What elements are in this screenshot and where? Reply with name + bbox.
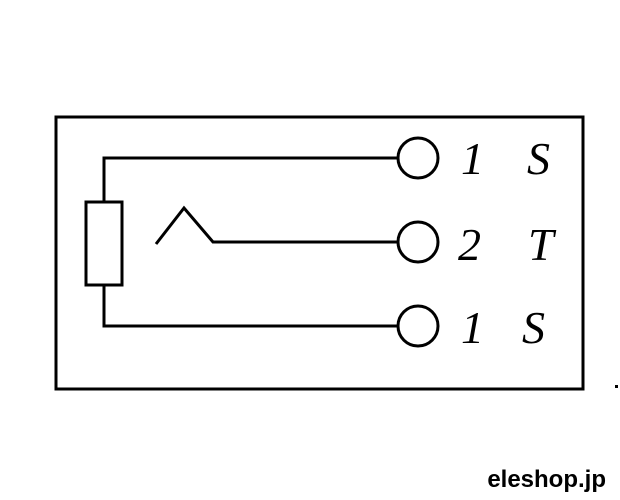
pin-letter-middle: T [528,219,557,270]
housing-frame [54,115,585,391]
terminal-2-middle [396,220,440,264]
resistor-element [84,200,124,287]
sleeve-wire-lower [102,285,398,328]
pin-number-middle: 2 [458,219,481,270]
pin-number-top: 1 [461,133,484,184]
pin-letter-bottom: S [522,302,545,353]
site-watermark: eleshop.jp [487,466,606,493]
terminal-1-bottom [396,304,440,348]
tip-contact-spring [154,205,398,245]
stray-mark [615,385,618,388]
terminal-1-top [396,136,440,180]
pin-letter-top: S [527,133,550,184]
sleeve-wire [102,156,398,202]
pin-number-bottom: 1 [461,302,484,353]
